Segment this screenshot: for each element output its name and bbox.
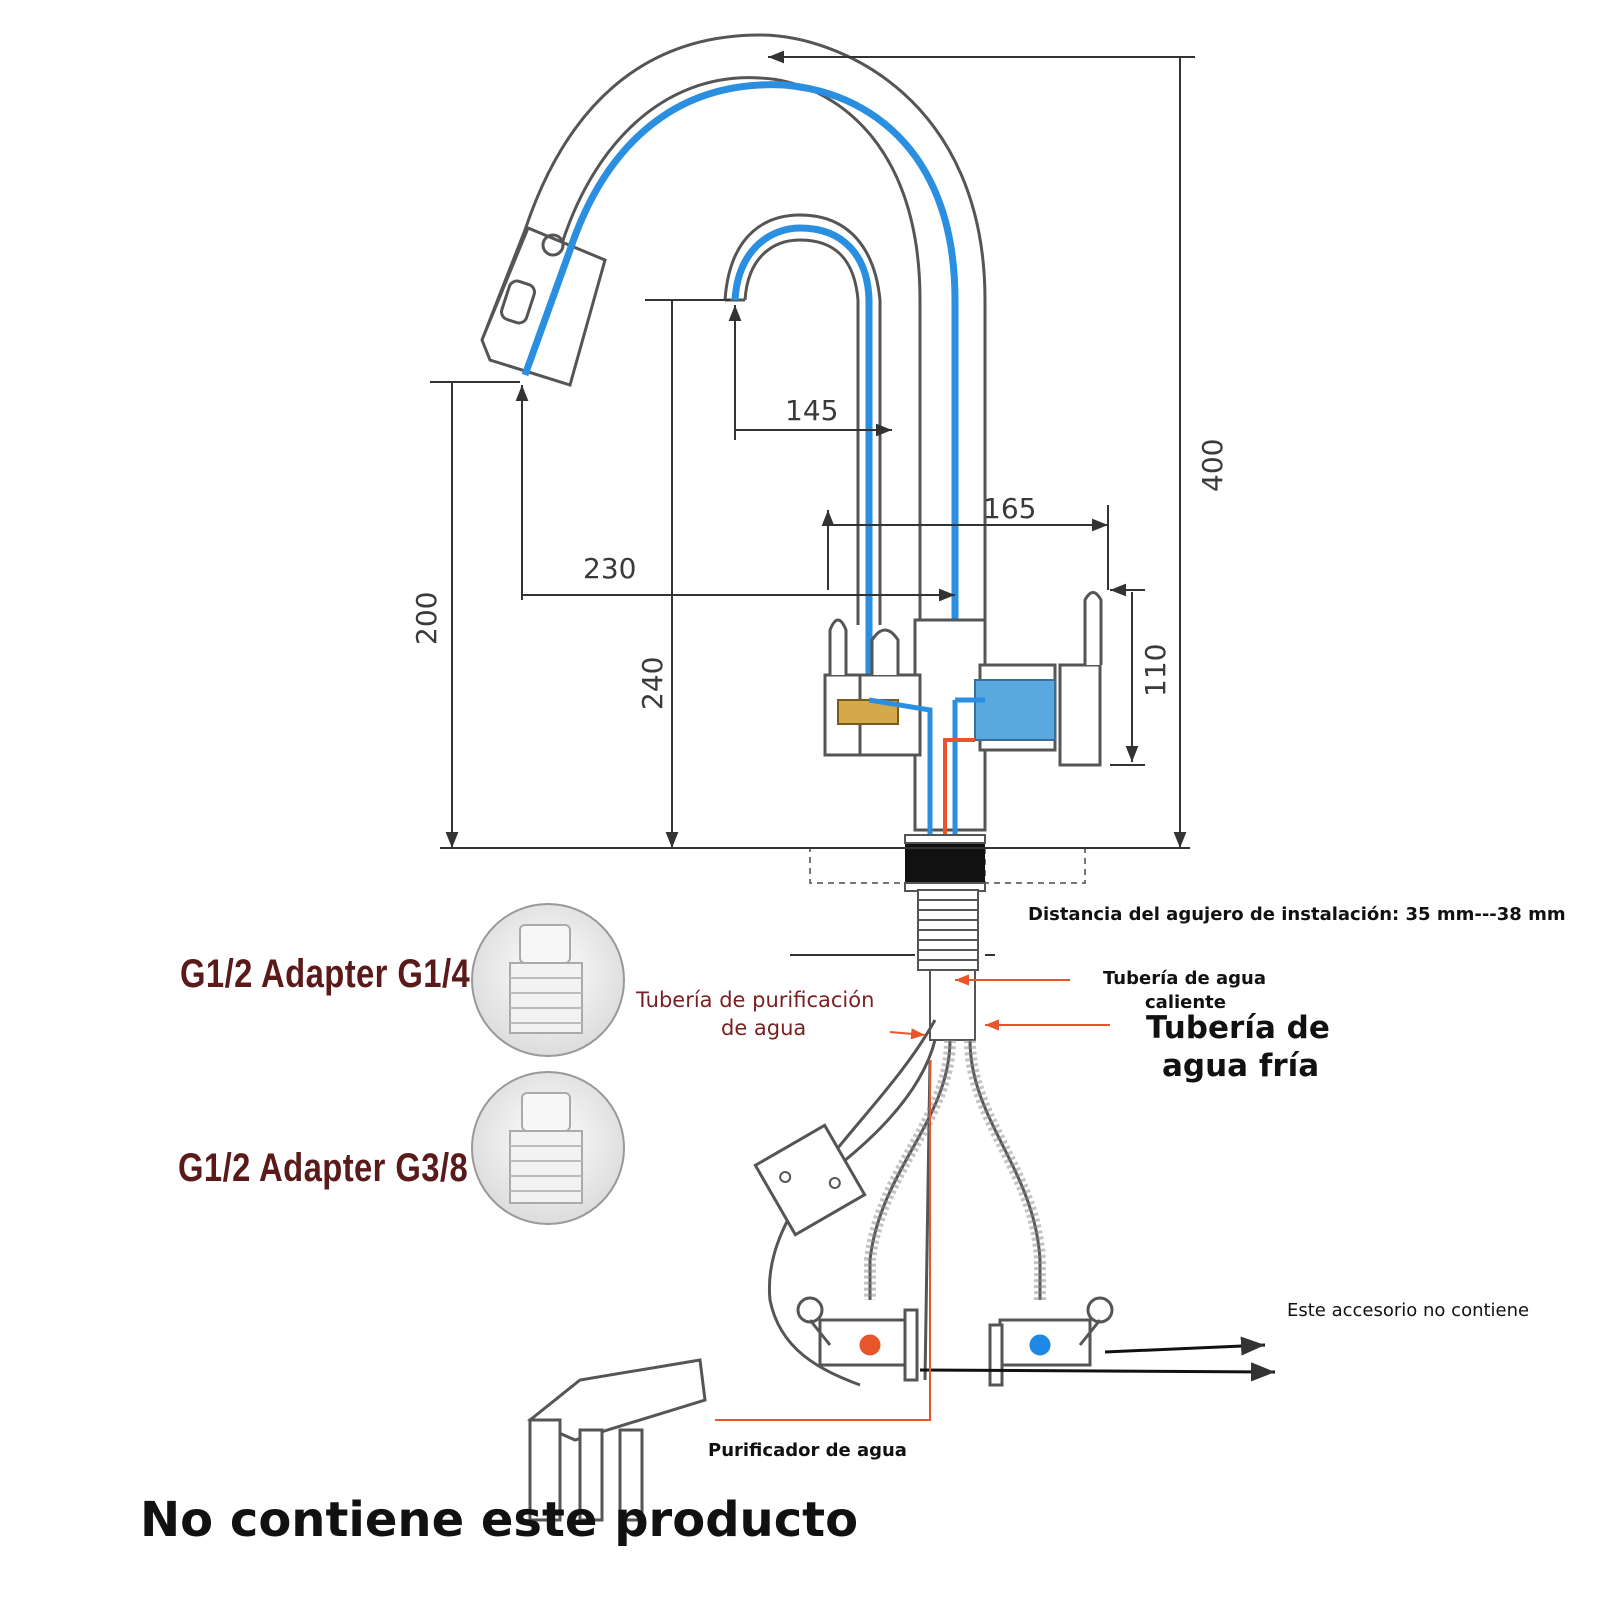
purif-pipe-callout <box>889 1028 926 1040</box>
hose-braid-left <box>864 1039 956 1300</box>
accessory-label: Este accesorio no contiene <box>1287 1300 1530 1321</box>
hot-pipe-label-2: caliente <box>1145 992 1226 1013</box>
dim-230: 230 <box>583 552 636 585</box>
mounting-shank <box>917 889 979 1041</box>
cold-pipe-label-2: agua fría <box>1162 1048 1320 1084</box>
dim-145: 145 <box>785 394 838 427</box>
purifier-label: Purificador de agua <box>708 1440 907 1461</box>
dim-110: 110 <box>1139 644 1172 697</box>
not-included-label: No contiene este producto <box>140 1492 859 1548</box>
accessory-arrow-2 <box>919 1362 1276 1382</box>
dim-200: 200 <box>410 592 443 645</box>
adapter-g14-icon <box>471 903 625 1057</box>
water-purifier-icon <box>527 1358 707 1522</box>
dim-400: 400 <box>1196 439 1229 492</box>
dim-240: 240 <box>636 657 669 710</box>
cold-angle-valve <box>988 1296 1114 1387</box>
hose-braid-right <box>964 1039 1046 1300</box>
purifier-hose <box>767 1019 937 1387</box>
cold-pipe-label-1: Tubería de <box>1146 1010 1330 1046</box>
hot-pipe-label-1: Tubería de agua <box>1103 968 1267 989</box>
purified-spout-water-line <box>731 224 875 704</box>
adapter-label-g38: G1/2 Adapter G3/8 <box>178 1146 469 1190</box>
dim-165: 165 <box>983 492 1036 525</box>
accessory-arrow-1 <box>1104 1336 1266 1356</box>
ceramic-cartridge-icon <box>974 679 1056 741</box>
adapter-label-g14: G1/2 Adapter G1/4 <box>180 952 471 996</box>
purifier-callout <box>715 1060 931 1421</box>
hot-angle-valve <box>796 1296 919 1382</box>
adapter-g38-icon <box>471 1071 625 1225</box>
hose-clip-icon <box>753 1123 867 1237</box>
main-spout <box>480 33 987 620</box>
purif-pipe-label-2: de agua <box>721 1016 807 1040</box>
dimension-lines <box>430 57 1195 848</box>
install-hole-label: Distancia del agujero de instalación: 35… <box>1028 904 1566 925</box>
purif-pipe-label-1: Tubería de purificación <box>636 988 875 1012</box>
main-spout-water-line <box>521 81 959 700</box>
countertop <box>809 834 1086 892</box>
